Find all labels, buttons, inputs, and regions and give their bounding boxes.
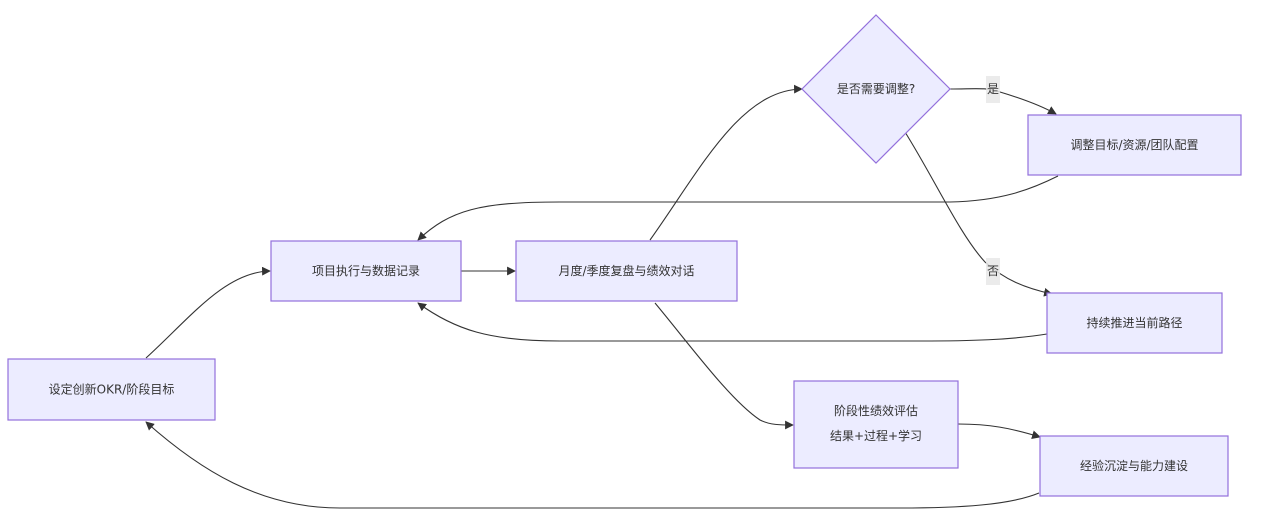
node-capability[interactable]: 经验沉淀与能力建设 <box>1039 435 1229 497</box>
node-evaluate[interactable]: 阶段性绩效评估 结果+过程+学习 <box>793 380 959 469</box>
node-review[interactable]: 月度/季度复盘与绩效对话 <box>515 240 738 302</box>
edge-review-to-decision <box>649 84 803 241</box>
node-adjust[interactable]: 调整目标/资源/团队配置 <box>1027 114 1242 176</box>
edge-label-yes-text: 是 <box>987 82 999 96</box>
edge-label-no: 否 <box>986 258 1000 285</box>
node-continue-label: 持续推进当前路径 <box>1086 315 1182 330</box>
node-decision-label: 是否需要调整? <box>837 81 915 96</box>
edge-decision-to-adjust <box>949 88 1057 115</box>
node-evaluate-line1: 阶段性绩效评估 <box>834 403 918 418</box>
node-evaluate-line2: 结果+过程+学习 <box>830 428 922 443</box>
node-decision[interactable]: 是否需要调整? <box>801 14 951 164</box>
edge-continue-to-execute <box>417 302 1048 342</box>
node-execute[interactable]: 项目执行与数据记录 <box>270 240 462 302</box>
edge-set-goals-to-execute <box>145 266 271 359</box>
node-set-goals-label: 设定创新OKR/阶段目标 <box>49 382 175 397</box>
edge-decision-to-continue <box>904 131 1053 297</box>
edge-capability-to-set-goals <box>145 421 1040 509</box>
node-capability-label: 经验沉淀与能力建设 <box>1080 458 1188 473</box>
edge-evaluate-to-capability <box>957 423 1041 439</box>
edge-adjust-to-execute <box>417 175 1059 241</box>
edge-label-yes: 是 <box>986 76 1000 103</box>
node-adjust-label: 调整目标/资源/团队配置 <box>1070 137 1198 152</box>
node-review-label: 月度/季度复盘与绩效对话 <box>558 263 694 278</box>
node-set-goals[interactable]: 设定创新OKR/阶段目标 <box>7 358 216 421</box>
edge-review-to-evaluate <box>654 302 794 430</box>
edges <box>145 84 1059 509</box>
node-execute-label: 项目执行与数据记录 <box>312 263 420 278</box>
node-continue[interactable]: 持续推进当前路径 <box>1046 292 1223 354</box>
edge-label-no-text: 否 <box>987 264 999 278</box>
